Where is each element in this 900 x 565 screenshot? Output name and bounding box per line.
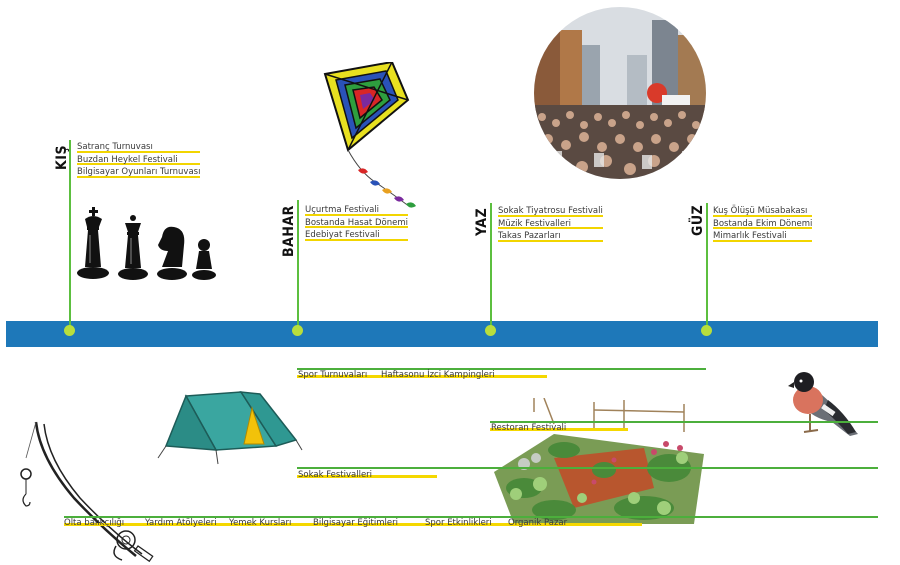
event-item: Sokak Tiyatrosu Festivali <box>498 206 603 217</box>
events-bahar: Uçurtma Festivali Bostanda Hasat Dönemi … <box>305 204 408 242</box>
bird-icon <box>788 372 858 436</box>
marker-line-guz <box>706 203 708 330</box>
event-item: Bostanda Ekim Dönemi <box>713 218 813 229</box>
row-2-label: Restoran Festivali <box>491 423 567 433</box>
marker-dot-bahar <box>292 325 303 336</box>
timeline-row-4 <box>64 516 878 518</box>
event-item: Bilgisayar Oyunları Turnuvası <box>77 167 201 178</box>
tent-icon <box>157 391 303 465</box>
event-item: Kuş Ölüşü Müsabakası <box>713 205 813 218</box>
highlight-row-3 <box>297 475 437 478</box>
season-label-bahar: BAHAR <box>281 205 297 257</box>
event-item: Buzdan Heykel Festivali <box>77 154 201 167</box>
kite-icon <box>323 62 416 208</box>
highlight-row-4 <box>64 523 642 526</box>
row-3-label: Sokak Festivalleri <box>298 470 373 480</box>
event-item: Uçurtma Festivali <box>305 204 408 217</box>
event-item: Bostanda Hasat Dönemi <box>305 217 408 228</box>
row-4-label-olta: Olta balıkçılığı <box>64 518 125 528</box>
row-4-label-pazar: Organik Pazar <box>508 518 568 528</box>
timeline-row-3 <box>297 467 878 469</box>
row-4-label-spor: Spor Etkinlikleri <box>425 518 492 528</box>
marker-line-kis <box>69 140 71 330</box>
season-label-guz: GÜZ <box>690 204 706 236</box>
timeline-bar <box>6 321 878 347</box>
marker-line-bahar <box>297 200 299 330</box>
row-4-label-yardim: Yardım Atölyeleri <box>145 518 217 528</box>
crowd-photo-icon <box>534 7 706 179</box>
row-1-label-kamp: Haftasonu İzci Kampingleri <box>381 370 495 380</box>
event-item: Mimarlık Festivali <box>713 230 813 243</box>
event-item: Edebiyat Festivali <box>305 229 408 242</box>
timeline-row-2 <box>490 421 878 423</box>
marker-dot-yaz <box>485 325 496 336</box>
chess-pieces-icon <box>77 207 216 280</box>
events-yaz: Sokak Tiyatrosu Festivali Müzik Festival… <box>498 205 603 243</box>
event-item: Satranç Turnuvası <box>77 141 201 154</box>
events-kis: Satranç Turnuvası Buzdan Heykel Festival… <box>77 141 201 179</box>
marker-dot-guz <box>701 325 712 336</box>
event-item: Takas Pazarları <box>498 230 603 243</box>
garden-icon <box>494 398 704 524</box>
season-label-yaz: YAZ <box>474 207 490 236</box>
fishing-rod-icon <box>20 421 154 563</box>
events-guz: Kuş Ölüşü Müsabakası Bostanda Ekim Dönem… <box>713 205 813 243</box>
marker-dot-kis <box>64 325 75 336</box>
event-item: Müzik Festivalleri <box>498 218 603 231</box>
highlight-row-1 <box>297 375 547 378</box>
timeline-row-1 <box>297 368 706 370</box>
row-4-label-yemek: Yemek Kursları <box>229 518 292 528</box>
row-1-label-spor: Spor Turnuvaları <box>298 370 368 380</box>
highlight-row-2 <box>490 428 628 431</box>
season-label-kis: KIŞ <box>54 144 70 170</box>
row-4-label-bilgisayar: Bilgisayar Eğitimleri <box>313 518 398 528</box>
marker-line-yaz <box>490 203 492 330</box>
